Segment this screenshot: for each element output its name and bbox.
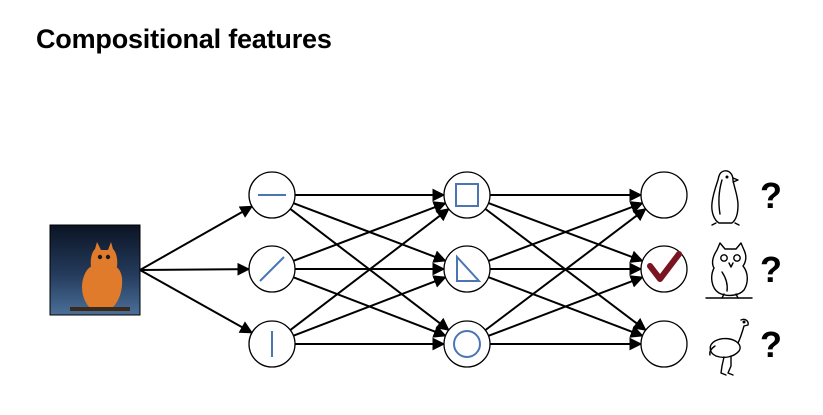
penguin-icon <box>711 170 740 226</box>
ostrich-icon <box>709 318 749 376</box>
question-mark-ostrich: ? <box>760 324 782 365</box>
input-owl-photo <box>49 224 141 316</box>
square-icon <box>455 183 479 207</box>
question-mark-owl: ? <box>760 249 782 290</box>
layer1-nodes <box>248 171 296 368</box>
output-node-penguin <box>640 171 688 219</box>
arrow-l1-2-to-l2-1 <box>293 201 447 262</box>
arrow-l2-3-to-l3-2 <box>488 275 644 337</box>
arrow-l2-2-to-l3-1 <box>488 201 644 262</box>
arrow-l2-3-to-l3-1 <box>484 208 647 331</box>
owl-icon <box>705 242 753 299</box>
slide-title: Compositional features <box>36 24 332 54</box>
layer2-nodes <box>443 171 491 368</box>
layer2-node-3 <box>443 320 491 368</box>
arrow-input-to-l1-3 <box>139 269 254 334</box>
connection-arrows <box>139 188 647 351</box>
right-triangle-icon <box>456 254 482 282</box>
arrow-input-to-l1-2 <box>139 262 251 276</box>
arrow-l1-3-to-l2-2 <box>293 275 447 337</box>
owl-photo-icon <box>70 242 130 311</box>
arrow-l1-3-to-l2-1 <box>289 208 450 331</box>
diagonal-line-icon <box>259 256 285 282</box>
checkmark-icon <box>647 251 682 282</box>
arrow-input-to-l1-1 <box>139 205 254 271</box>
output-node-ostrich <box>640 320 688 368</box>
circle-icon <box>453 330 481 358</box>
layer2-node-1 <box>443 171 491 219</box>
output-nodes <box>640 171 688 368</box>
question-mark-penguin: ? <box>760 175 782 216</box>
